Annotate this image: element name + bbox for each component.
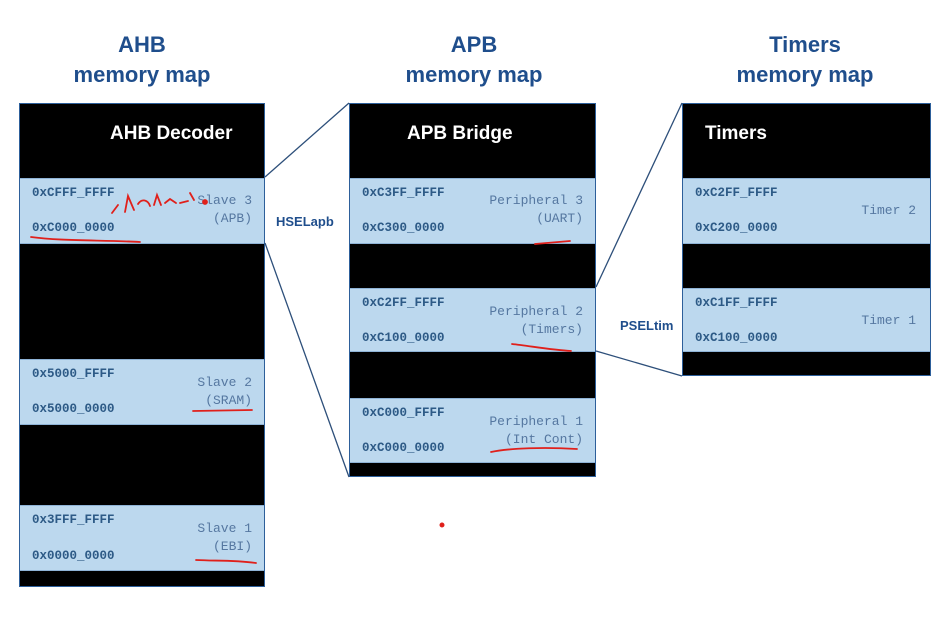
peripheral-2-sub: (Timers) (520, 322, 583, 337)
peripheral-1-top-address: 0xC000_FFFF (362, 406, 445, 420)
peripheral-1-sub: (Int Cont) (504, 432, 583, 447)
timer-1-top-address: 0xC1FF_FFFF (695, 296, 778, 310)
timer-1-region: 0xC1FF_FFFF 0xC100_0000 Timer 1 (683, 288, 930, 352)
peripheral-1-name: Peripheral 1 (489, 414, 583, 429)
psel-tim-signal: PSELtim (620, 318, 674, 333)
apb-map-panel: APB Bridge 0xC3FF_FFFF 0xC300_0000 Perip… (349, 103, 596, 477)
slave-3-address-underline (30, 236, 141, 243)
ahb-slave-3-region: 0xCFFF_FFFF 0xC000_0000 Slave 3 (APB) (20, 178, 264, 244)
timers-map-panel: Timers 0xC2FF_FFFF 0xC200_0000 Timer 2 0… (682, 103, 931, 376)
slave-1-name: Slave 1 (197, 521, 252, 536)
peripheral-2-bottom-address: 0xC100_0000 (362, 331, 445, 345)
slave-1-sub: (EBI) (212, 539, 252, 554)
timer-1-bottom-address: 0xC100_0000 (695, 331, 778, 345)
timer-2-bottom-address: 0xC200_0000 (695, 221, 778, 235)
peripheral-3-name: Peripheral 3 (489, 193, 583, 208)
timers-title-line2: memory map (736, 62, 874, 87)
apb-peripheral-1-region: 0xC000_FFFF 0xC000_0000 Peripheral 1 (In… (350, 398, 595, 463)
apb-peripheral-2-region: 0xC2FF_FFFF 0xC100_0000 Peripheral 2 (Ti… (350, 288, 595, 352)
ahb-to-apb-bottom-connector (264, 242, 350, 478)
ahb-title-line1: AHB (118, 32, 166, 57)
int-cont-underline (490, 447, 578, 453)
timers-title-line1: Timers (769, 32, 841, 57)
apb-title-line1: APB (450, 32, 498, 57)
ahb-title: AHB memory map (62, 30, 222, 90)
peripheral-2-name: Peripheral 2 (489, 304, 583, 319)
apb-to-timers-bottom-connector (595, 350, 683, 377)
apb-to-timers-top-connector (595, 102, 683, 288)
uart-underline (534, 240, 571, 245)
peripheral-1-bottom-address: 0xC000_0000 (362, 441, 445, 455)
ahb-title-line2: memory map (73, 62, 211, 87)
timer-2-region: 0xC2FF_FFFF 0xC200_0000 Timer 2 (683, 178, 930, 244)
slave-2-name: Slave 2 (197, 375, 252, 390)
ahb-to-apb-top-connector (264, 102, 350, 178)
apb-peripheral-3-region: 0xC3FF_FFFF 0xC300_0000 Peripheral 3 (UA… (350, 178, 595, 244)
slave-2-underline (192, 409, 253, 412)
slave-3-scribble (111, 192, 195, 214)
timer-1-name: Timer 1 (861, 313, 916, 328)
timers-underline (511, 343, 572, 352)
timers-header: Timers (705, 123, 767, 144)
ahb-map-panel: AHB Decoder 0xCFFF_FFFF 0xC000_0000 Slav… (19, 103, 265, 587)
stray-red-dot (439, 522, 445, 528)
timer-2-top-address: 0xC2FF_FFFF (695, 186, 778, 200)
slave-3-top-address: 0xCFFF_FFFF (32, 186, 115, 200)
timer-2-name: Timer 2 (861, 203, 916, 218)
slave-2-sub: (SRAM) (205, 393, 252, 408)
apb-title: APB memory map (394, 30, 554, 90)
slave-3-sub: (APB) (212, 211, 252, 226)
peripheral-3-bottom-address: 0xC300_0000 (362, 221, 445, 235)
timers-title: Timers memory map (725, 30, 885, 90)
peripheral-2-top-address: 0xC2FF_FFFF (362, 296, 445, 310)
slave-3-bottom-address: 0xC000_0000 (32, 221, 115, 235)
slave-2-top-address: 0x5000_FFFF (32, 367, 115, 381)
slave-1-top-address: 0x3FFF_FFFF (32, 513, 115, 527)
slave-1-underline (195, 559, 257, 564)
slave-2-bottom-address: 0x5000_0000 (32, 402, 115, 416)
slave-3-scribble-arrow (202, 199, 208, 205)
apb-bridge-header: APB Bridge (407, 123, 513, 144)
peripheral-3-top-address: 0xC3FF_FFFF (362, 186, 445, 200)
ahb-decoder-header: AHB Decoder (110, 123, 233, 144)
peripheral-3-sub: (UART) (536, 211, 583, 226)
slave-3-name: Slave 3 (197, 193, 252, 208)
slave-1-bottom-address: 0x0000_0000 (32, 549, 115, 563)
apb-title-line2: memory map (405, 62, 543, 87)
ahb-slave-2-region: 0x5000_FFFF 0x5000_0000 Slave 2 (SRAM) (20, 359, 264, 425)
hsel-apb-signal: HSELapb (276, 214, 334, 229)
